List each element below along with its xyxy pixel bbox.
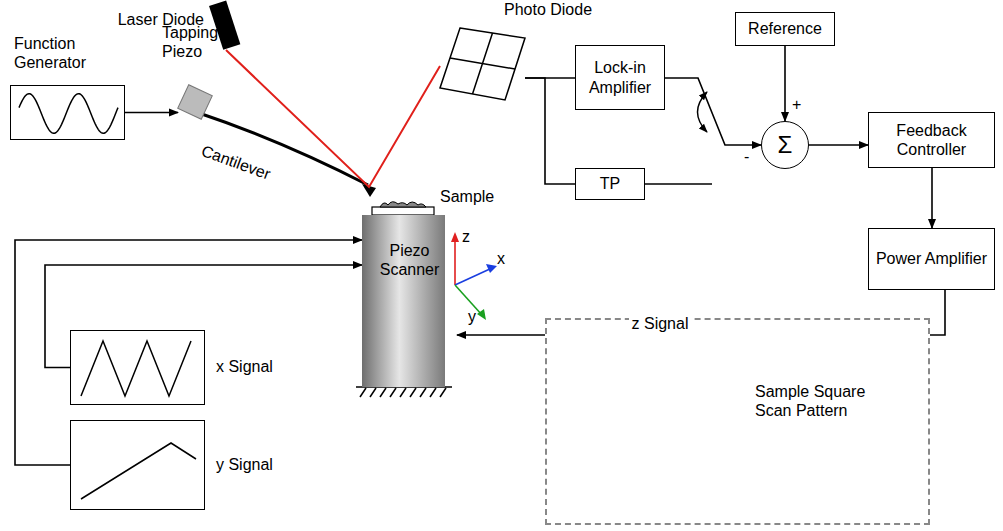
- sample-plate: [372, 207, 434, 215]
- x-signal-box: x Signal: [70, 330, 205, 405]
- node-label: y Signal: [216, 455, 306, 474]
- axis-label: x: [497, 250, 505, 268]
- connector: [784, 46, 786, 121]
- node-label: Piezo Scanner: [362, 241, 457, 279]
- y-signal-box: y Signal: [70, 420, 205, 510]
- ground-hatch: [356, 387, 452, 397]
- reference-box: Reference: [735, 12, 835, 46]
- axis-label: z: [462, 228, 470, 246]
- photodiode-split: [450, 33, 515, 94]
- node-label: Sample Square Scan Pattern: [755, 382, 883, 420]
- axis-label: y: [468, 308, 476, 326]
- node-label: Photo Diode: [504, 0, 614, 19]
- scanner-body: [362, 215, 445, 387]
- node-label: Function Generator: [14, 34, 114, 72]
- scan-pattern-panel: Sample Square Scan Pattern: [545, 318, 930, 525]
- photo-diode: Photo Diode: [440, 28, 525, 100]
- power-amplifier: Power Amplifier: [868, 228, 995, 290]
- ramp-wave: [81, 443, 196, 499]
- node-label: TP: [600, 174, 620, 193]
- z-axis-head: [451, 232, 459, 242]
- photo-diode-shape: [440, 28, 525, 100]
- connector: [665, 78, 761, 145]
- sign-label: -: [744, 148, 749, 166]
- x-axis: [455, 268, 492, 285]
- tapping-piezo: Tapping Piezo: [178, 85, 212, 119]
- y-signal-box-shape: [71, 421, 206, 511]
- sine-wave: [19, 94, 118, 134]
- tp-box: TP: [575, 168, 645, 200]
- function-generator-shape: [11, 86, 126, 141]
- y-axis-head: [477, 309, 486, 320]
- connector: [809, 144, 868, 146]
- node-label: Lock-in Amplifier: [581, 58, 659, 96]
- piezo-scanner-shape: [362, 215, 445, 387]
- x-axis-head: [486, 264, 497, 273]
- triangle-wave: [81, 341, 191, 396]
- node-label: x Signal: [216, 357, 306, 376]
- cantilever-beam: [196, 112, 368, 185]
- tp-output-wire: [645, 183, 712, 185]
- node-label: Σ: [778, 131, 793, 160]
- part-name: Cantilever: [199, 142, 273, 183]
- node-label: Power Amplifier: [876, 249, 987, 268]
- connector: [525, 78, 575, 184]
- node-label: Tapping Piezo: [162, 23, 226, 61]
- piezo-scanner: Piezo Scanner: [362, 215, 457, 387]
- connector: [931, 168, 933, 228]
- lock-in-amplifier: Lock-in Amplifier: [575, 45, 665, 110]
- node-label: Feedback Controller: [874, 121, 989, 159]
- sample-surface: [380, 202, 426, 207]
- signal-label: z Signal: [629, 315, 692, 333]
- z-axis: [454, 238, 456, 285]
- function-generator: Function Generator: [10, 85, 125, 140]
- connector: [125, 112, 178, 114]
- photodiode-quad: [440, 28, 525, 100]
- sign-label: +: [792, 96, 801, 114]
- node-label: Sample: [440, 187, 510, 206]
- node-label: Reference: [748, 19, 822, 38]
- sample-shape: [372, 199, 434, 215]
- sample: Sample: [372, 199, 434, 215]
- summing-junction: Σ: [761, 121, 809, 169]
- x-signal-box-shape: [71, 331, 206, 406]
- tapping-piezo-shape: [178, 85, 212, 119]
- feedback-controller: Feedback Controller: [868, 112, 995, 168]
- piezo-block: [178, 85, 213, 120]
